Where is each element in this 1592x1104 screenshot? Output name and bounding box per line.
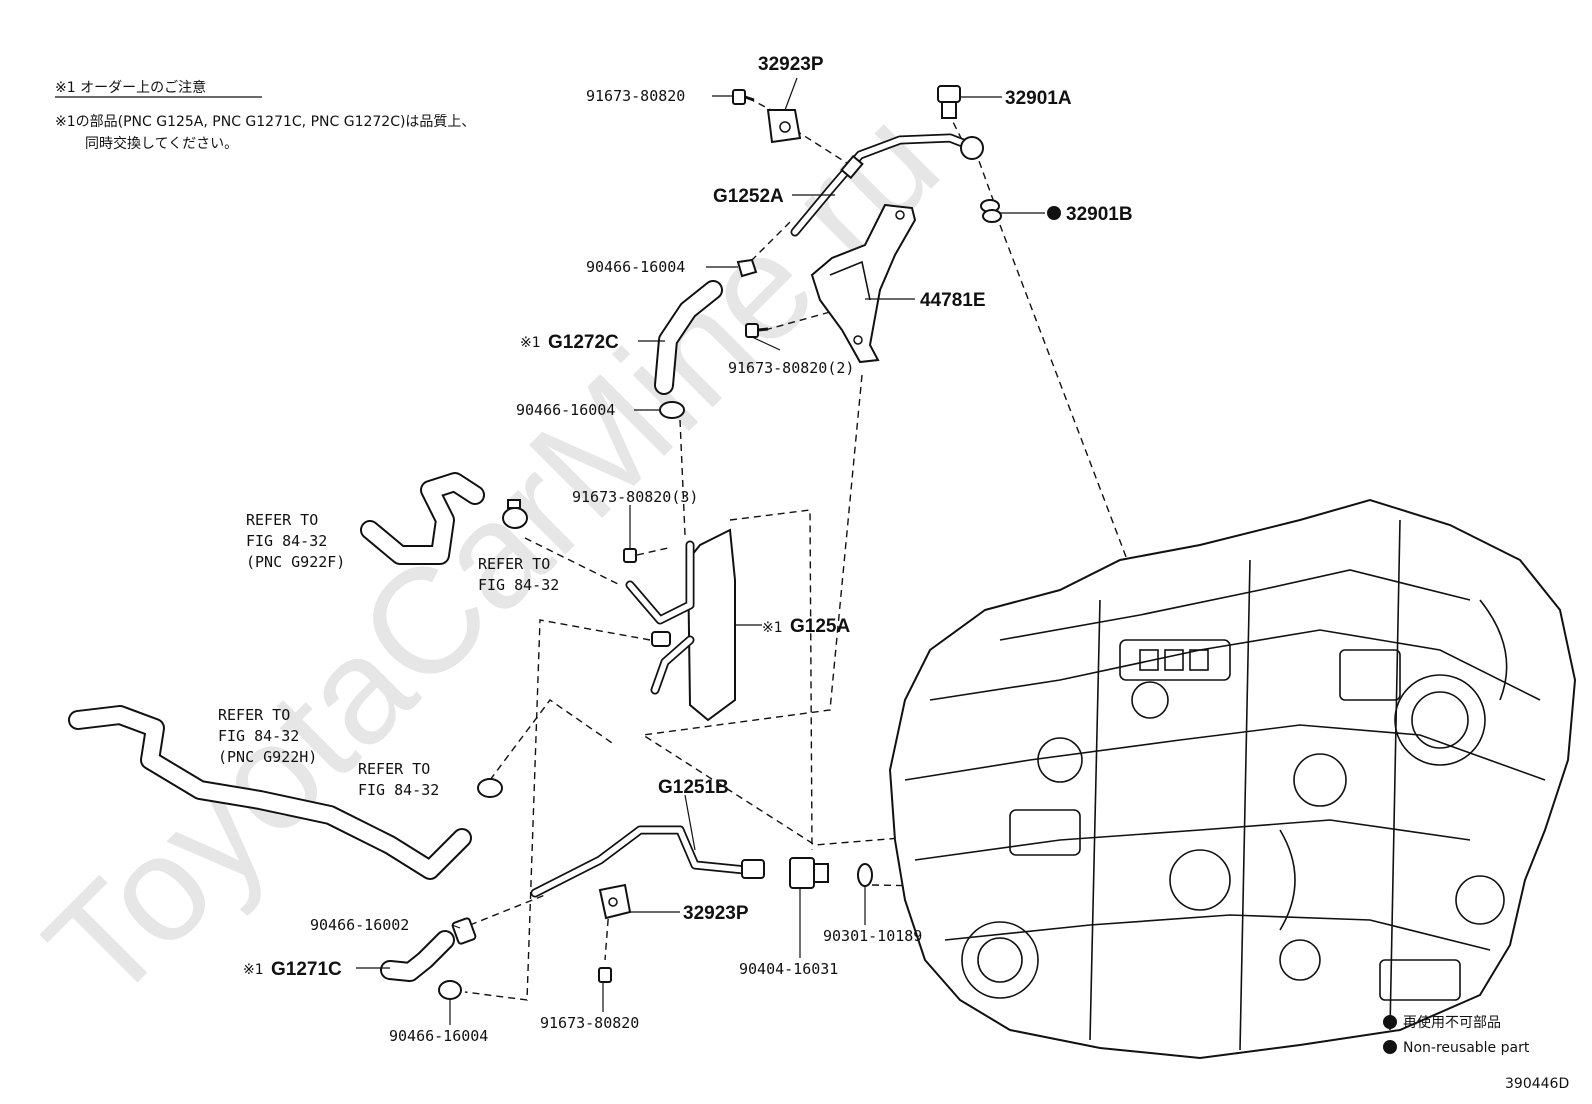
label-32901a[interactable]: 32901A bbox=[1005, 88, 1072, 109]
ref-g922f[interactable]: REFER TO FIG 84-32 (PNC G922F) bbox=[246, 511, 345, 571]
clamp-32923p-bottom bbox=[598, 883, 632, 920]
label-90301-10189[interactable]: 90301-10189 bbox=[823, 927, 922, 945]
label-g1271c-note-mark: ※1 bbox=[243, 962, 264, 978]
label-g1271c[interactable]: G1271C bbox=[271, 959, 342, 980]
clamp-90466-16004-b bbox=[659, 401, 685, 419]
label-91673-80820-top[interactable]: 91673-80820 bbox=[586, 87, 685, 105]
label-90466-16004-a[interactable]: 90466-16004 bbox=[586, 258, 685, 276]
label-32923p-top[interactable]: 32923P bbox=[758, 54, 824, 75]
union-bolt-32901a bbox=[937, 85, 961, 119]
label-g125a-note-mark: ※1 bbox=[762, 620, 783, 636]
leader-lines bbox=[356, 77, 1045, 1025]
hose-g922h bbox=[68, 705, 472, 880]
clamp-ref-g922h bbox=[477, 778, 503, 798]
ref-g922f-line-2: FIG 84-32 bbox=[246, 532, 327, 550]
ref-fig-84-32-upper[interactable]: REFER TO FIG 84-32 bbox=[478, 555, 559, 594]
label-91673-80820-2[interactable]: 91673-80820(2) bbox=[728, 359, 854, 377]
oring-90301-10189 bbox=[857, 863, 873, 887]
ref-fig-84-32-lower[interactable]: REFER TO FIG 84-32 bbox=[358, 760, 439, 799]
ref-upper-line-1: REFER TO bbox=[478, 555, 550, 573]
hose-g922f bbox=[360, 472, 485, 565]
legend-en: Non-reusable part bbox=[1403, 1040, 1530, 1056]
non-reusable-marker-32901b bbox=[1047, 206, 1061, 220]
label-g1272c-note-mark: ※1 bbox=[520, 335, 541, 351]
ref-g922h-line-1: REFER TO bbox=[218, 706, 290, 724]
clamp-90466-16002 bbox=[451, 917, 477, 945]
ref-g922f-line-1: REFER TO bbox=[246, 511, 318, 529]
bolt-91673-80820-top bbox=[732, 89, 755, 105]
clamp-ref-g922f bbox=[502, 499, 528, 529]
bolt-91673-80820-bottom bbox=[598, 967, 612, 983]
label-32923p-bottom[interactable]: 32923P bbox=[683, 903, 749, 924]
label-g125a[interactable]: G125A bbox=[790, 616, 850, 637]
union-90404-16031 bbox=[789, 857, 829, 889]
clamp-90466-16004-c bbox=[438, 980, 462, 1000]
bracket-44781e bbox=[810, 203, 917, 364]
label-44781e[interactable]: 44781E bbox=[920, 290, 986, 311]
label-91673-80820-bottom[interactable]: 91673-80820 bbox=[540, 1014, 639, 1032]
pipe-g1251b bbox=[530, 825, 765, 898]
legend-dot-en bbox=[1383, 1040, 1397, 1054]
legend-jp: 再使用不可部品 bbox=[1403, 1014, 1501, 1031]
label-90466-16002[interactable]: 90466-16002 bbox=[310, 916, 409, 934]
legend-dot-jp bbox=[1383, 1015, 1397, 1029]
transaxle-housing bbox=[888, 498, 1577, 1060]
label-g1272c[interactable]: G1272C bbox=[548, 332, 619, 353]
label-g1252a[interactable]: G1252A bbox=[713, 186, 784, 207]
ref-lower-line-1: REFER TO bbox=[358, 760, 430, 778]
clamp-32923p-top bbox=[766, 109, 802, 144]
gasket-32901b bbox=[980, 199, 1002, 223]
ref-g922h-line-3: (PNC G922H) bbox=[218, 748, 317, 766]
label-90466-16004-c[interactable]: 90466-16004 bbox=[389, 1027, 488, 1045]
note-heading: ※1 オーダー上のご注意 bbox=[55, 79, 206, 96]
legend: 再使用不可部品 Non-reusable part bbox=[1383, 1014, 1530, 1056]
pipe-g1252a bbox=[790, 133, 984, 237]
label-32901b[interactable]: 32901B bbox=[1066, 204, 1133, 225]
bolt-91673-80820-3 bbox=[623, 548, 637, 563]
label-91673-80820-3[interactable]: 91673-80820(3) bbox=[572, 488, 698, 506]
label-90404-16031[interactable]: 90404-16031 bbox=[739, 960, 838, 978]
label-g1251b[interactable]: G1251B bbox=[658, 777, 729, 798]
label-90466-16004-b[interactable]: 90466-16004 bbox=[516, 401, 615, 419]
hose-g1271c bbox=[380, 930, 455, 982]
note-line-2: 同時交換してください。 bbox=[85, 135, 238, 152]
oil-cooler-g125a bbox=[625, 528, 736, 722]
ref-g922f-line-3: (PNC G922F) bbox=[246, 553, 345, 571]
hose-g1272c bbox=[654, 280, 723, 395]
figure-id: 390446D bbox=[1505, 1076, 1569, 1092]
ref-upper-line-2: FIG 84-32 bbox=[478, 576, 559, 594]
ref-g922h[interactable]: REFER TO FIG 84-32 (PNC G922H) bbox=[218, 706, 317, 766]
ref-lower-line-2: FIG 84-32 bbox=[358, 781, 439, 799]
ref-g922h-line-2: FIG 84-32 bbox=[218, 727, 299, 745]
note-line-1: ※1の部品(PNC G125A, PNC G1271C, PNC G1272C)… bbox=[55, 114, 475, 130]
clamp-90466-16004-a bbox=[736, 258, 758, 278]
